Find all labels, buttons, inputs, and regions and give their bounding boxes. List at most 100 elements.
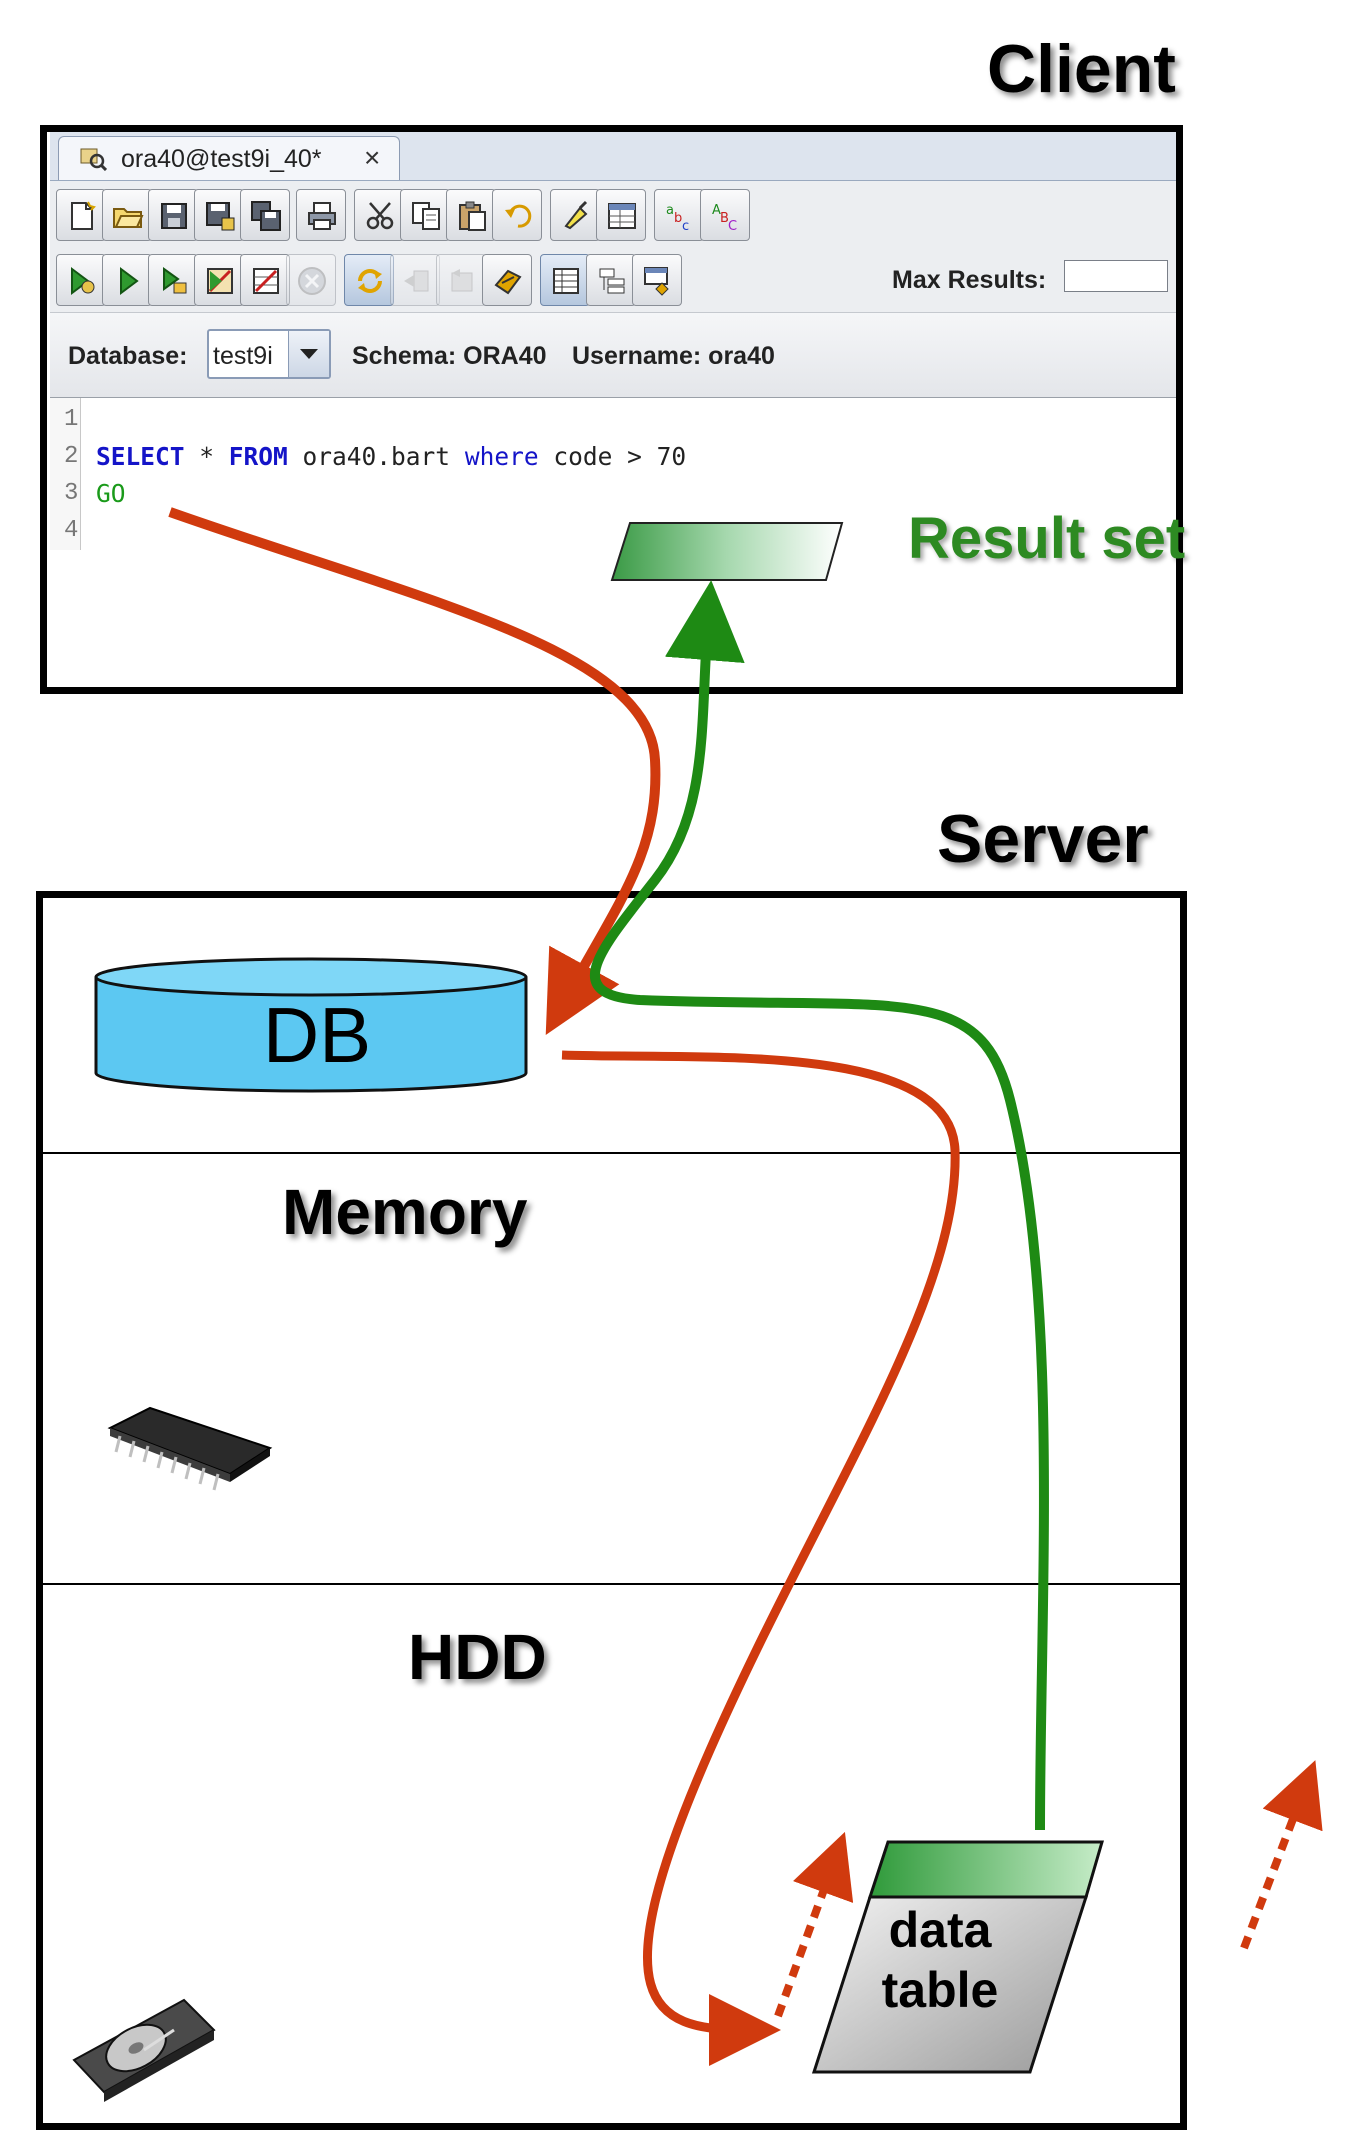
database-query-icon: [80, 148, 107, 171]
explain-button[interactable]: [194, 254, 244, 306]
chevron-down-icon[interactable]: [288, 331, 329, 377]
tab-label: ora40@test9i_40*: [121, 145, 322, 173]
refresh-button[interactable]: [344, 254, 394, 306]
execute-script-icon: [71, 267, 95, 295]
save-all-icon: [251, 201, 281, 231]
execute-script-button[interactable]: [56, 254, 106, 306]
svg-text:c: c: [682, 219, 689, 232]
refresh-icon: [358, 269, 382, 293]
data-table-label: data table: [860, 1900, 1020, 2020]
request-arrow-to-table: [561, 1050, 960, 2066]
explain-all-button[interactable]: [240, 254, 290, 306]
response-arrow-to-client: [590, 580, 1049, 1831]
data-table-label-line2: table: [881, 1962, 999, 2018]
svg-text:b: b: [674, 211, 682, 226]
sql-line-3: GO: [96, 479, 126, 508]
lowercase-icon: abc: [666, 203, 689, 232]
server-title: Server: [937, 801, 1149, 877]
new-file-icon: [71, 201, 96, 230]
result-set-shape: [610, 522, 844, 581]
paste-button[interactable]: [446, 189, 496, 241]
sql-editor[interactable]: 1 2 3 4 SELECT * FROM ora40.bart where c…: [50, 398, 1180, 550]
save-button[interactable]: [148, 189, 198, 241]
stop-icon: [298, 267, 326, 295]
grid-view-icon: [553, 268, 579, 294]
line-number: 4: [64, 517, 79, 544]
db-cylinder: [94, 957, 528, 1093]
hdd-divider: [42, 1583, 1182, 1585]
tree-view-button[interactable]: [586, 254, 636, 306]
svg-text:a: a: [666, 203, 674, 218]
max-results-input[interactable]: [1064, 260, 1168, 292]
undo-button[interactable]: [492, 189, 542, 241]
commit-button[interactable]: [390, 254, 440, 306]
memory-divider: [42, 1152, 1182, 1154]
username-label: Username: ora40: [572, 342, 775, 370]
form-view-icon: [644, 267, 669, 296]
sql-keyword-select: SELECT: [96, 442, 185, 471]
sql-star: *: [184, 442, 229, 471]
dotted-arrow-outside: [1240, 1760, 1323, 1950]
db-label: DB: [262, 991, 372, 1079]
form-view-button[interactable]: [632, 254, 682, 306]
copy-button[interactable]: [400, 189, 450, 241]
tab-ora40[interactable]: ora40@test9i_40* ×: [58, 136, 400, 180]
commit-icon: [404, 270, 429, 292]
tab-bar: ora40@test9i_40* ×: [50, 130, 1180, 181]
print-button[interactable]: [296, 189, 346, 241]
uppercase-icon: ABC: [712, 203, 737, 232]
run-button[interactable]: [102, 254, 152, 306]
database-select[interactable]: test9i: [207, 329, 331, 379]
explain-icon: [207, 268, 233, 294]
line-number-gutter: 1 2 3 4: [50, 398, 81, 550]
sql-table-name: ora40.bart: [287, 442, 465, 471]
connection-bar: Database: test9i Schema: ORA40 Username:…: [50, 312, 1180, 399]
close-icon[interactable]: ×: [364, 142, 381, 173]
hdd-title: HDD: [408, 1621, 547, 1693]
open-folder-icon: [113, 208, 144, 228]
data-table-label-line1: data: [888, 1902, 992, 1958]
paste-icon: [459, 201, 486, 231]
save-as-icon: [206, 202, 235, 231]
svg-text:B: B: [720, 211, 729, 226]
memory-chip-icon: [107, 1406, 273, 1491]
database-select-value: test9i: [213, 342, 273, 370]
undo-icon: [505, 204, 532, 228]
stop-button[interactable]: [286, 254, 336, 306]
sql-line-2: SELECT * FROM ora40.bart where code > 70: [96, 442, 686, 471]
transaction-button[interactable]: [482, 254, 532, 306]
print-icon: [308, 202, 336, 230]
server-box: [36, 891, 1187, 2130]
schema-label: Schema: ORA40: [352, 342, 547, 370]
memory-title: Memory: [282, 1176, 528, 1248]
cut-icon: [366, 202, 394, 230]
grid-view-button[interactable]: [540, 254, 590, 306]
database-label: Database:: [68, 342, 188, 370]
save-all-button[interactable]: [240, 189, 290, 241]
cut-button[interactable]: [354, 189, 404, 241]
client-title: Client: [987, 31, 1176, 107]
result-set-label: Result set: [908, 506, 1186, 571]
run-step-icon: [163, 267, 187, 294]
sql-condition: code > 70: [538, 442, 687, 471]
toolbar-row-2: Max Results:: [50, 246, 1180, 312]
line-number: 3: [64, 480, 79, 507]
sql-keyword-where: where: [464, 442, 539, 471]
svg-text:C: C: [728, 219, 737, 232]
max-results-label: Max Results:: [892, 266, 1047, 294]
highlighter-button[interactable]: [550, 189, 600, 241]
table-window-icon: [608, 203, 636, 229]
open-button[interactable]: [102, 189, 152, 241]
table-window-button[interactable]: [596, 189, 646, 241]
sql-keyword-from: FROM: [228, 442, 288, 471]
rollback-icon: [451, 269, 473, 292]
explain-all-icon: [253, 268, 279, 294]
svg-text:A: A: [712, 203, 721, 218]
run-icon: [120, 267, 139, 295]
save-as-button[interactable]: [194, 189, 244, 241]
hard-disk-icon: [72, 1998, 216, 2102]
